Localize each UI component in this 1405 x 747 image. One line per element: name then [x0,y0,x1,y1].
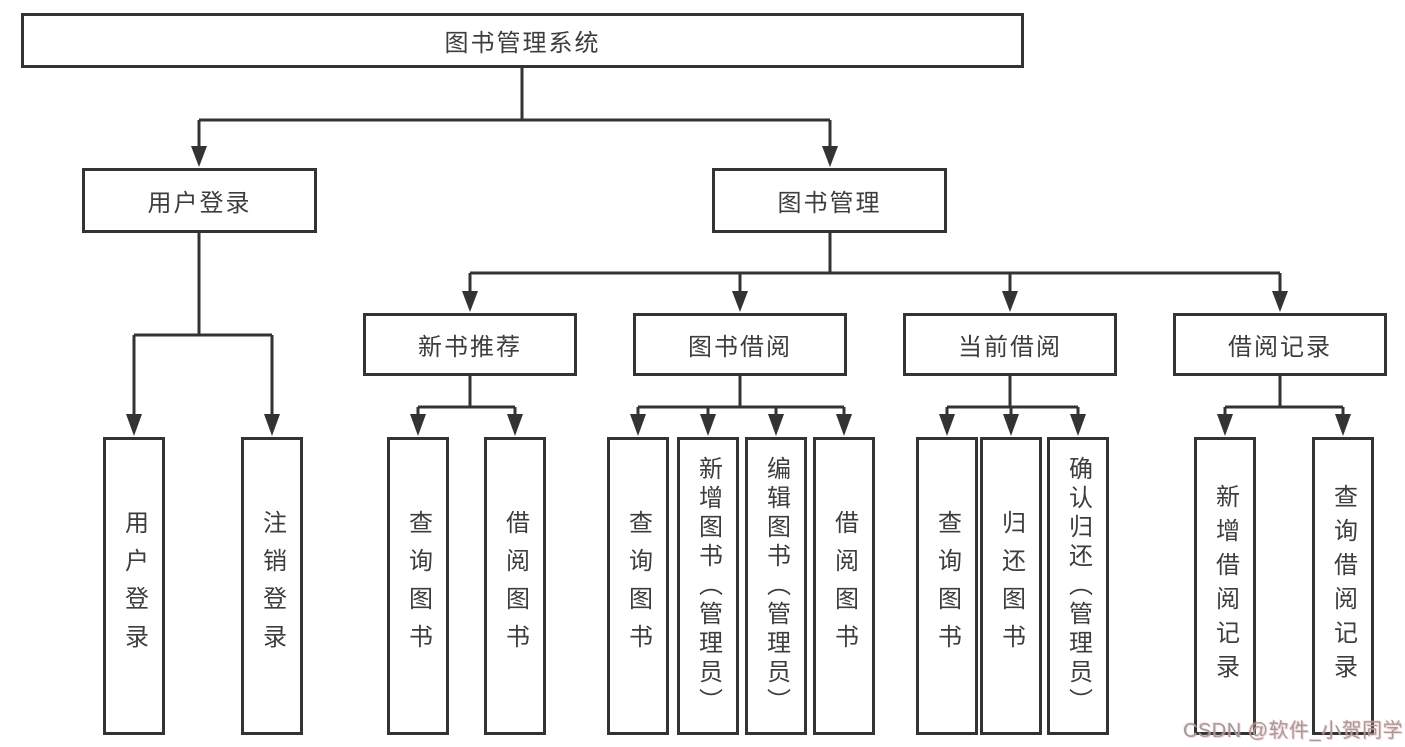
node-borrowing-records: 借阅记录 [1173,313,1387,376]
leaf-current-query-books: 查询图书 [916,437,978,735]
leaf-borrowing-borrow-books: 借阅图书 [813,437,875,735]
leaf-records-query-record: 查询借阅记录 [1312,437,1374,735]
node-book-management: 图书管理 [712,168,947,233]
node-user-login: 用户登录 [82,168,317,233]
leaf-borrowing-query-books: 查询图书 [607,437,669,735]
leaf-records-add-record: 新增借阅记录 [1194,437,1256,735]
leaf-borrowing-add-books-admin: 新增图书（管理员） [677,437,739,735]
leaf-newbooks-query-books: 查询图书 [387,437,449,735]
leaf-borrowing-edit-books-admin: 编辑图书（管理员） [745,437,807,735]
node-new-book-recommendation: 新书推荐 [363,313,577,376]
node-library-management-system: 图书管理系统 [21,13,1024,68]
node-book-borrowing: 图书借阅 [633,313,847,376]
leaf-logout: 注销登录 [241,437,303,735]
csdn-watermark: CSDN @软件_小贺同学 [1183,720,1404,742]
leaf-newbooks-borrow-books: 借阅图书 [484,437,546,735]
leaf-current-confirm-return-admin: 确认归还（管理员） [1047,437,1109,735]
leaf-current-return-books: 归还图书 [980,437,1042,735]
leaf-user-login: 用户登录 [103,437,165,735]
node-current-borrowing: 当前借阅 [903,313,1117,376]
